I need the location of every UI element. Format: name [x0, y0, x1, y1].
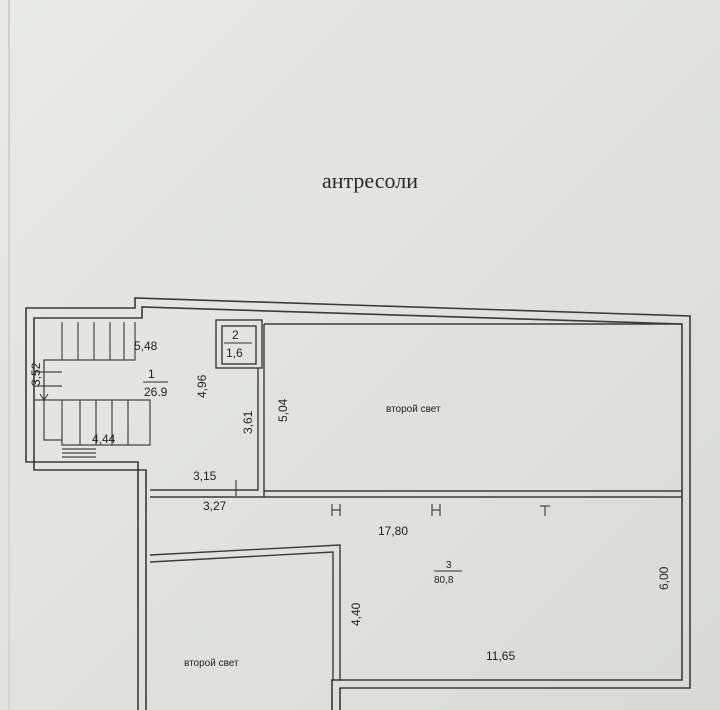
dim-room1-right: 3,61	[241, 410, 255, 434]
dim-stairs-top: 5,48	[134, 339, 158, 353]
second-light-upper: второй свет	[386, 404, 441, 415]
dim-lower-void-height: 4,40	[349, 602, 363, 626]
room2-number: 2	[232, 328, 239, 342]
second-light-lower: второй свет	[184, 658, 239, 669]
dim-stairs-side: 3,52	[29, 362, 43, 386]
dim-room1-vertical: 4,96	[195, 374, 209, 398]
dim-hall-bottom: 11,65	[486, 649, 515, 663]
interior-walls	[149, 319, 682, 680]
dim-hall-height: 6,00	[657, 566, 671, 590]
page-fold	[8, 0, 10, 710]
dim-room1-bottom: 3,15	[193, 469, 217, 483]
dim-corridor: 3,27	[203, 499, 227, 513]
room1-number: 1	[148, 367, 155, 381]
dim-stairs-bottom: 4,44	[92, 432, 116, 446]
stairs-arrow	[39, 360, 49, 401]
staircase	[34, 322, 151, 458]
room2-area: 1,6	[226, 346, 243, 360]
outer-walls	[25, 297, 691, 710]
room3-area: 80,8	[434, 575, 454, 586]
tick-marks	[235, 480, 550, 516]
dim-void-height: 5,04	[276, 398, 290, 422]
room1-area: 26.9	[144, 385, 168, 399]
room3-number: 3	[446, 560, 452, 571]
plan-title: антресоли	[322, 168, 418, 193]
dim-hall-width: 17,80	[378, 524, 408, 538]
